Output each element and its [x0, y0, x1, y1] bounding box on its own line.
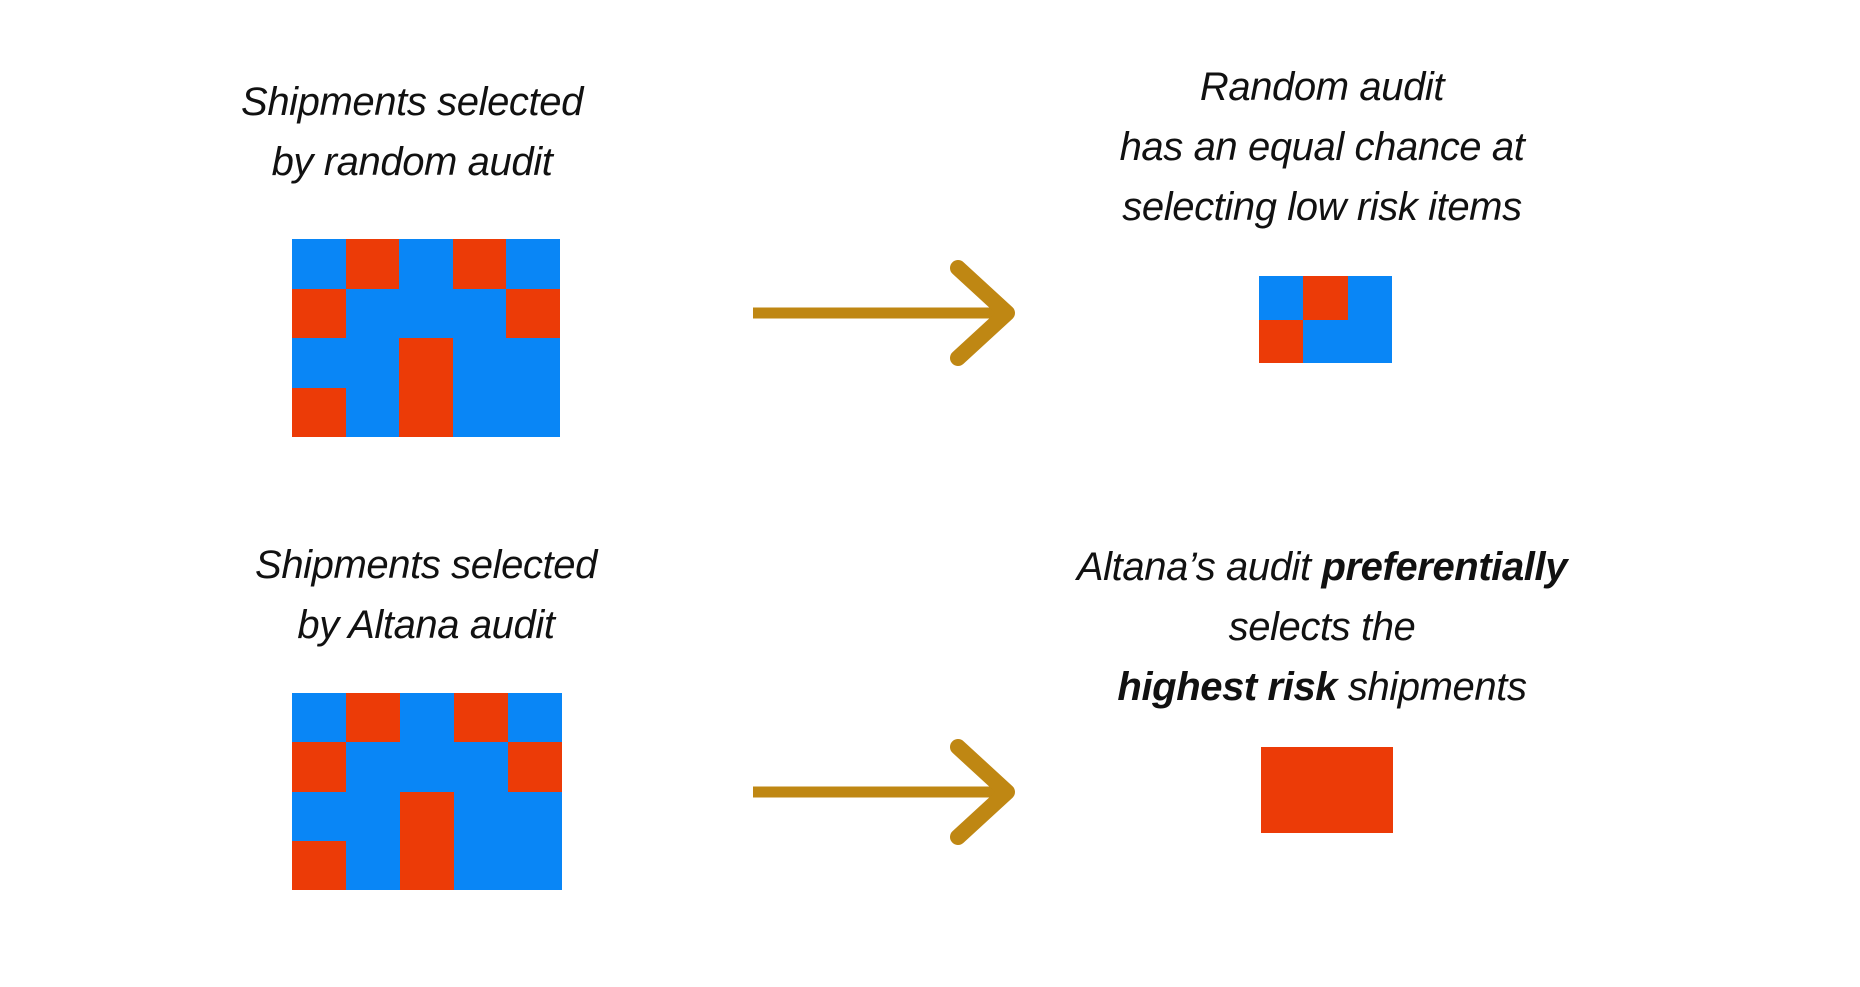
random-shipments-grid — [292, 239, 560, 437]
label-line: highest risk shipments — [1022, 657, 1622, 717]
shipment-cell-blue — [400, 693, 454, 743]
shipment-cell-red — [454, 693, 508, 743]
label-line: Altana’s audit preferentially — [1022, 537, 1622, 597]
label-segment: Altana’s audit — [1076, 545, 1322, 589]
label-line: by Altana audit — [297, 603, 555, 647]
shipment-cell-blue — [400, 742, 454, 792]
shipment-cell-blue — [452, 387, 507, 437]
label-line: by random audit — [271, 140, 553, 184]
shipment-cell-red — [345, 239, 400, 289]
arrow-right-icon — [753, 260, 1015, 366]
shipment-cell-blue — [1259, 276, 1304, 320]
shipment-cell-red — [508, 742, 562, 792]
shipment-cell-red — [1303, 276, 1348, 320]
shipment-cell-red — [452, 239, 507, 289]
label-segment-bold: preferentially — [1321, 545, 1568, 589]
label-segment: shipments — [1337, 665, 1527, 709]
altana-shipments-grid — [292, 693, 562, 890]
random-result-grid — [1259, 276, 1392, 363]
shipment-cell-red — [506, 288, 560, 338]
label-line: selects the — [1022, 597, 1622, 657]
shipment-cell-blue — [292, 791, 346, 841]
shipment-cell-blue — [1303, 319, 1348, 363]
label-segment: selects the — [1228, 605, 1416, 649]
shipment-cell-blue — [346, 742, 400, 792]
label-line: Random audit — [1199, 65, 1445, 109]
shipment-cell-red — [292, 288, 346, 338]
shipment-cell-blue — [452, 338, 507, 388]
shipment-cell-blue — [508, 693, 562, 743]
shipment-cell-blue — [454, 742, 508, 792]
shipment-cell-blue — [506, 239, 560, 289]
altana-result-label: Altana’s audit preferentially selects the… — [1022, 537, 1622, 717]
shipment-cell-blue — [399, 239, 453, 289]
shipment-cell-red — [1259, 319, 1304, 363]
shipment-cell-red — [399, 387, 453, 437]
shipment-cell-red — [399, 338, 453, 388]
label-line: Shipments selected — [255, 543, 597, 587]
altana-result-rect — [1261, 747, 1393, 833]
shipment-cell-blue — [506, 387, 560, 437]
shipment-cell-blue — [1347, 276, 1392, 320]
shipment-cell-blue — [346, 791, 400, 841]
arrow-right-icon — [753, 739, 1015, 845]
shipment-cell-blue — [506, 338, 560, 388]
shipment-cell-blue — [508, 791, 562, 841]
shipment-cell-red — [292, 742, 346, 792]
shipment-cell-blue — [508, 840, 562, 890]
label-line: has an equal chance at — [1119, 125, 1525, 169]
shipment-cell-red — [292, 387, 346, 437]
shipment-cell-blue — [454, 840, 508, 890]
shipment-cell-blue — [345, 288, 400, 338]
shipment-cell-red — [292, 840, 346, 890]
label-line: Shipments selected — [241, 80, 583, 124]
random-shipments-label: Shipments selected by random audit — [112, 72, 712, 192]
shipment-cell-blue — [345, 338, 400, 388]
altana-shipments-label: Shipments selected by Altana audit — [126, 535, 726, 655]
shipment-cell-blue — [292, 239, 346, 289]
shipment-cell-red — [400, 840, 454, 890]
shipment-cell-blue — [292, 693, 346, 743]
shipment-cell-blue — [454, 791, 508, 841]
shipment-cell-blue — [345, 387, 400, 437]
shipment-cell-blue — [399, 288, 453, 338]
shipment-cell-red — [400, 791, 454, 841]
shipment-cell-blue — [346, 840, 400, 890]
shipment-cell-red — [346, 693, 400, 743]
random-result-label: Random audit has an equal chance at select… — [1022, 57, 1622, 237]
shipment-cell-blue — [292, 338, 346, 388]
label-line: selecting low risk items — [1122, 185, 1522, 229]
shipment-cell-blue — [452, 288, 507, 338]
shipment-cell-blue — [1347, 319, 1392, 363]
label-segment-bold: highest risk — [1117, 665, 1338, 709]
